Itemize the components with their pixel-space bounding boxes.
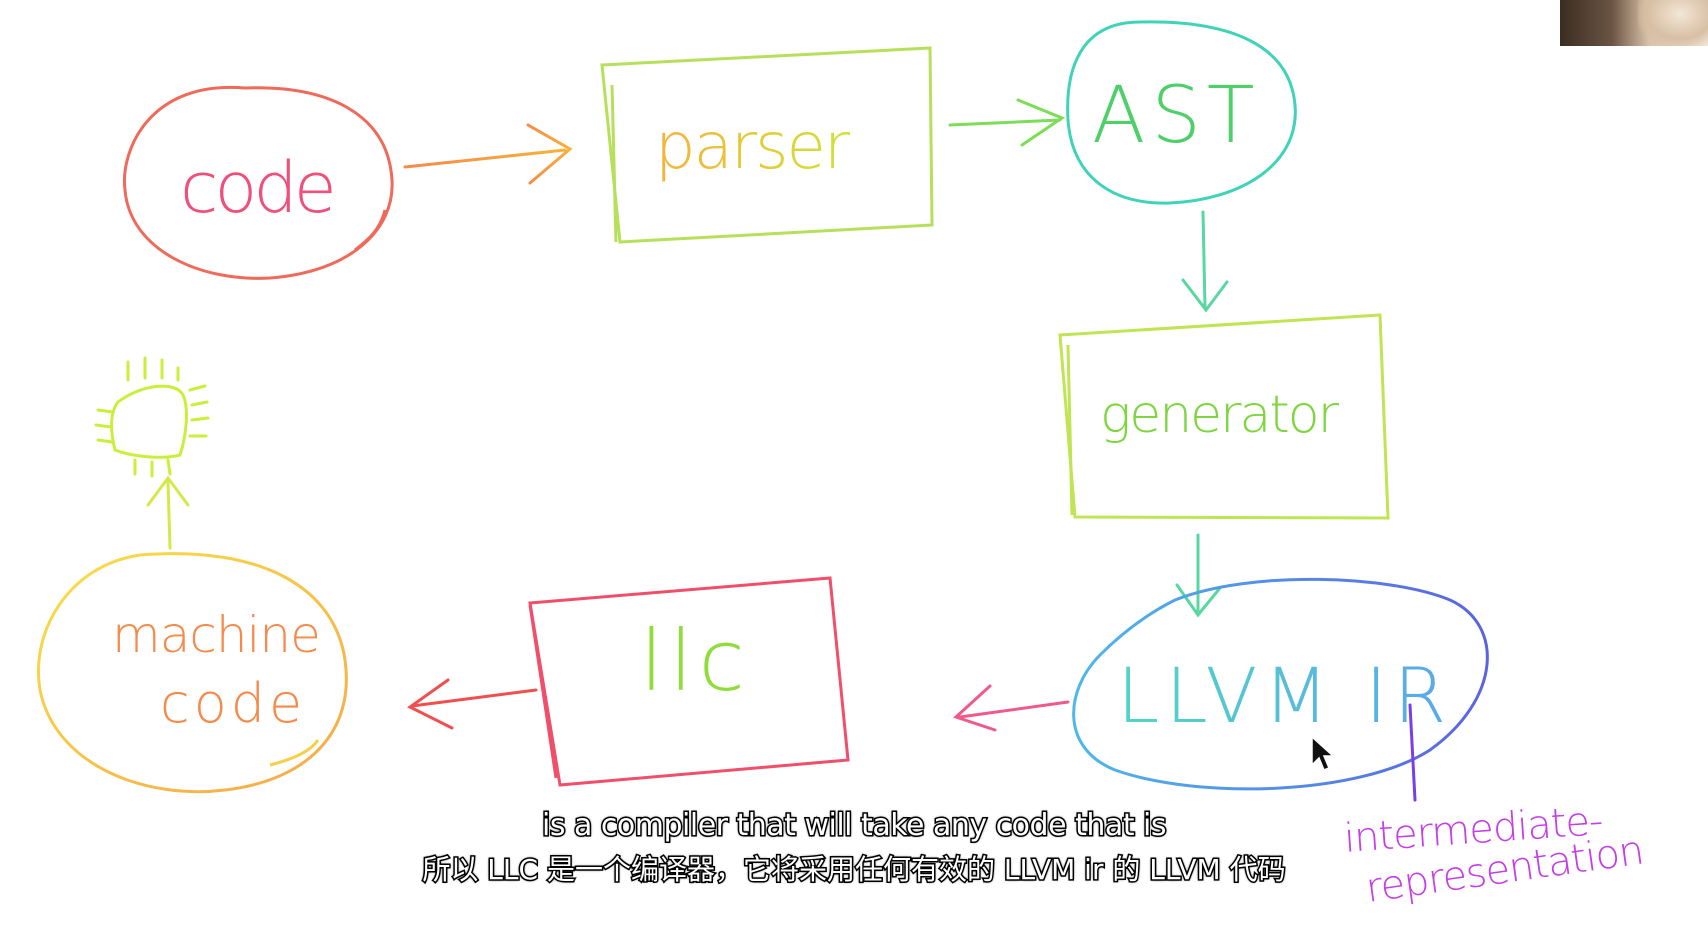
parser-node: parser xyxy=(600,46,934,244)
llc-node: llc xyxy=(528,576,850,787)
annotation-pointer xyxy=(1408,703,1417,802)
ast-label: AST xyxy=(1092,71,1261,161)
arrow-ast-to-generator xyxy=(1181,210,1229,313)
code-node: code xyxy=(122,85,394,280)
arrow-code-to-parser xyxy=(403,123,573,185)
webcam-overlay xyxy=(1560,0,1708,46)
machine-code-label-line2: code xyxy=(160,672,306,735)
presenter-face xyxy=(1638,0,1708,46)
ast-node: AST xyxy=(1066,20,1297,205)
mouse-pointer-icon xyxy=(1311,735,1335,771)
generator-node: generator xyxy=(1058,313,1390,520)
machine-code-label-line1: machine xyxy=(112,606,320,664)
llc-label: llc xyxy=(640,612,751,710)
machine-code-node: machine code xyxy=(37,552,348,794)
arrow-llc-to-machine-code xyxy=(407,678,538,730)
subtitle-chinese: 所以 LLC 是一个编译器，它将采用任何有效的 LLVM ir 的 LLVM 代… xyxy=(421,852,1287,888)
arrow-parser-to-ast xyxy=(948,98,1066,147)
arrow-generator-to-llvm xyxy=(1175,533,1222,618)
chip-icon xyxy=(94,356,210,478)
parser-label: parser xyxy=(655,110,851,184)
llvm-ir-label: LLVM IR xyxy=(1117,651,1452,740)
arrow-machine-code-to-chip xyxy=(146,475,190,550)
generator-label: generator xyxy=(1100,385,1340,445)
arrow-llvm-to-llc xyxy=(953,684,1070,732)
code-label: code xyxy=(180,147,333,229)
subtitle-english: is a compiler that will take any code th… xyxy=(540,807,1168,845)
llvm-ir-node: LLVM IR xyxy=(1072,577,1489,791)
